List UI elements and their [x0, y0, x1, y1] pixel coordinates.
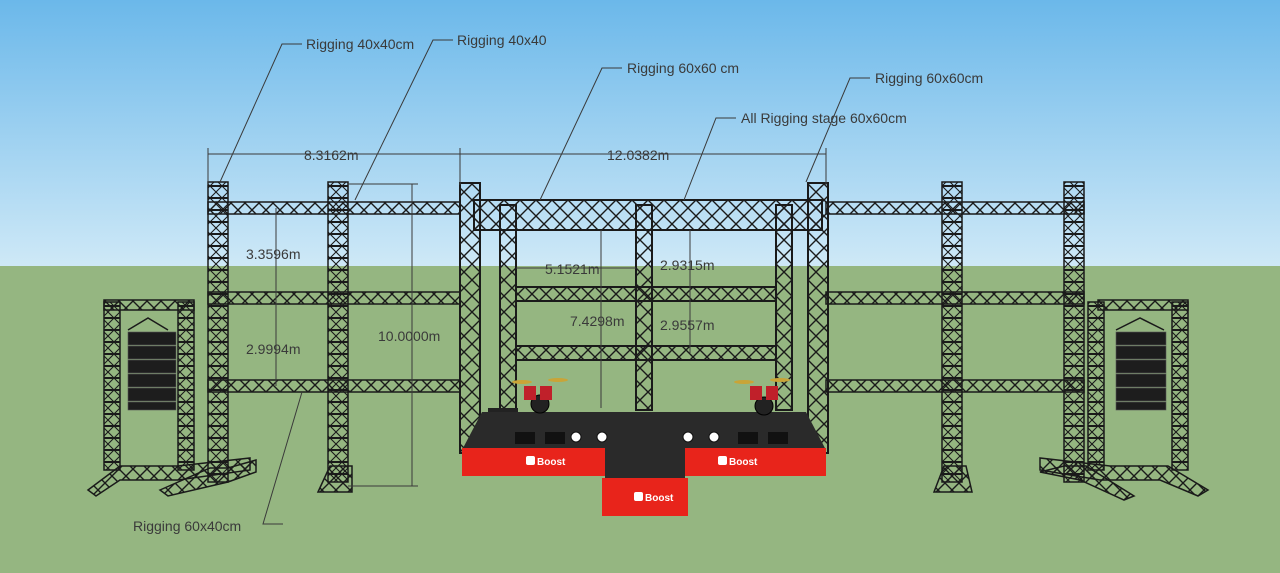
brand-logo-left: Boost [526, 456, 566, 468]
stage-deck [462, 378, 826, 516]
dimension-gap-upper: 2.9315m [660, 257, 714, 273]
brand-logo-right: Boost [718, 456, 758, 468]
line-array-speaker-right [1115, 317, 1167, 411]
dimension-inner-width: 5.1521m [545, 261, 599, 277]
svg-text:Boost: Boost [537, 457, 566, 468]
label-rigging-40x40: Rigging 40x40 [457, 32, 547, 48]
brand-logo-front: Boost [634, 492, 674, 504]
dimension-height-upper: 3.3596m [246, 246, 300, 262]
dimension-gap-lower: 2.9557m [660, 317, 714, 333]
dimension-height-total: 10.0000m [378, 328, 440, 344]
dimension-width-stage: 12.0382m [607, 147, 669, 163]
label-rigging-60x60cm: Rigging 60x60cm [875, 70, 983, 86]
left-scaffold [86, 181, 461, 497]
line-array-speaker-left [127, 317, 177, 411]
drum-kit-left [488, 378, 568, 414]
callout-leaders [219, 39, 870, 525]
label-rigging-60x40cm: Rigging 60x40cm [133, 518, 241, 534]
stage-truss [459, 182, 829, 454]
dimension-lines [207, 148, 827, 487]
label-all-rigging-stage: All Rigging stage 60x60cm [741, 110, 907, 126]
svg-text:Boost: Boost [645, 493, 674, 504]
svg-text:Boost: Boost [729, 457, 758, 468]
dimension-inner-height: 7.4298m [570, 313, 624, 329]
label-rigging-60x60-cm: Rigging 60x60 cm [627, 60, 739, 76]
label-rigging-40x40cm: Rigging 40x40cm [306, 36, 414, 52]
right-scaffold [825, 181, 1210, 501]
drum-kit-right [734, 378, 790, 416]
dimension-height-lower: 2.9994m [246, 341, 300, 357]
dimension-width-left: 8.3162m [304, 147, 358, 163]
